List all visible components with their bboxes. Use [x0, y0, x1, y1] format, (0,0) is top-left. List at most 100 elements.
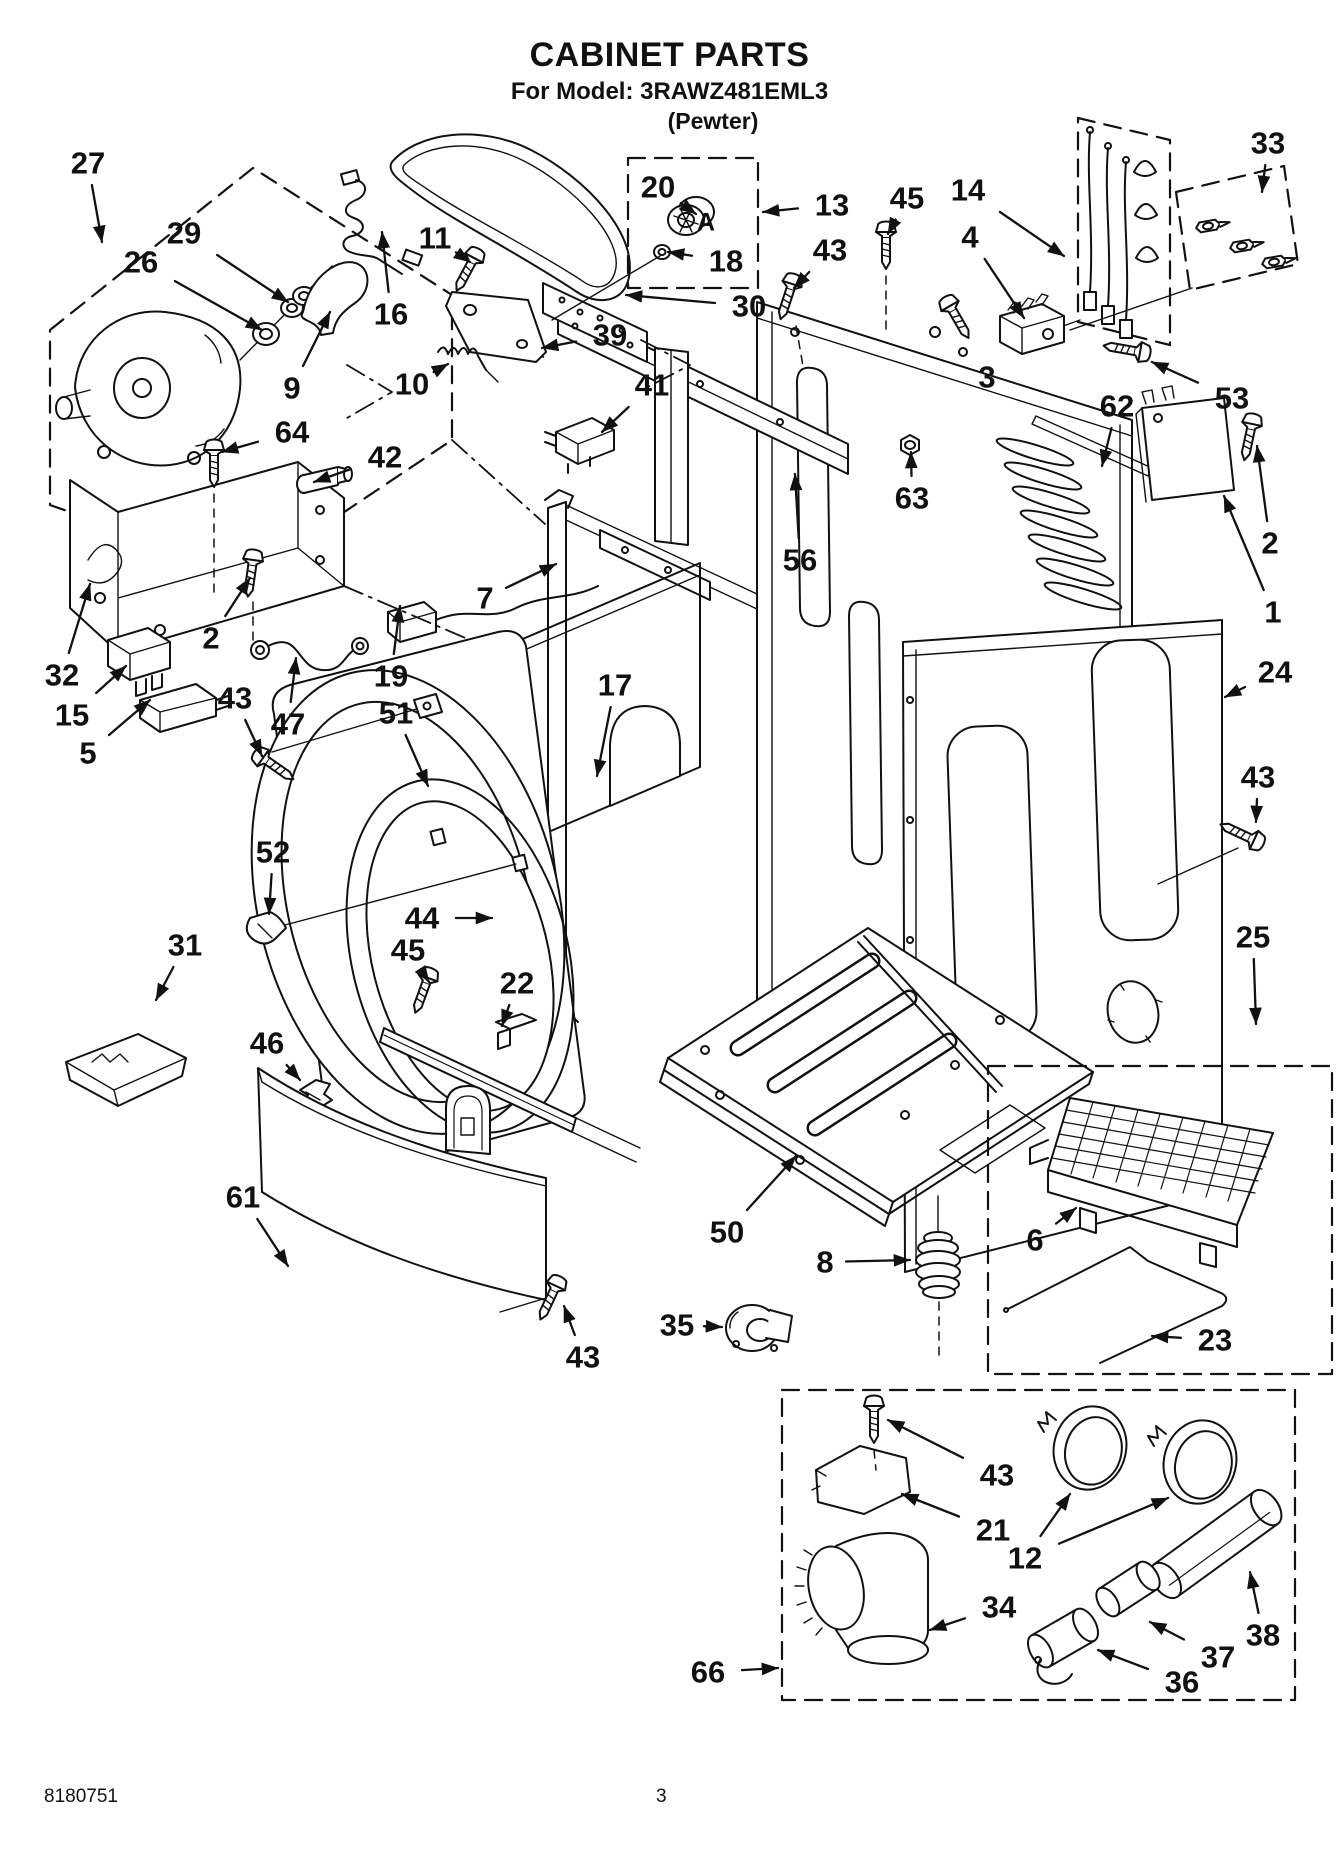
callout-24-28: 24: [1257, 654, 1293, 690]
leader-15-33: [95, 664, 128, 695]
duct-pipe-short: [1095, 1560, 1161, 1618]
callout-leader-lines: [67, 163, 1271, 1676]
terminal-cover-plate: [1135, 385, 1235, 503]
callout-20-11: 20: [640, 169, 676, 205]
callout-14-18: 14: [950, 172, 986, 208]
callout-45-17: 45: [889, 180, 925, 216]
callout-5-34: 5: [79, 735, 97, 771]
callout-43-53: 43: [565, 1339, 601, 1375]
callout-51-38: 51: [378, 695, 414, 731]
leader-17-30: [593, 705, 612, 778]
leader-4-19: [983, 257, 1026, 320]
leader-62-23: [1099, 426, 1113, 468]
corner-gusset: [65, 1033, 187, 1107]
lint-screen-grid: [1051, 1101, 1270, 1202]
leader-43-47: [1250, 797, 1264, 824]
callout-36-61: 36: [1164, 1664, 1200, 1700]
callout-2-26: 2: [1261, 525, 1279, 561]
finish-line: (Pewter): [667, 108, 759, 134]
leader-61-45: [256, 1217, 290, 1268]
callout-3-21: 3: [978, 359, 996, 395]
terminal-wires-group: [1051, 116, 1172, 347]
callout-43-16: 43: [812, 232, 848, 268]
motor-pulley-part: [725, 1304, 793, 1352]
callout-63-24: 63: [894, 480, 930, 516]
leader-8-49: [844, 1254, 912, 1267]
callout-9-5: 9: [283, 370, 301, 406]
leader-2-31: [224, 576, 252, 618]
leader-18-13: [666, 248, 694, 261]
panel-clip: [245, 911, 287, 945]
leader-30-15: [624, 290, 717, 305]
leader-56-25: [789, 472, 803, 540]
thermal-switch: [107, 627, 171, 697]
leader-45-17: [886, 216, 902, 236]
callout-2-31: 2: [202, 620, 220, 656]
callout-42-8: 42: [367, 439, 403, 475]
callout-61-45: 61: [225, 1179, 261, 1215]
leader-46-44: [284, 1063, 302, 1082]
leader-23-51: [1150, 1330, 1183, 1344]
leader-13-14: [761, 203, 800, 217]
callout-8-49: 8: [816, 1244, 834, 1280]
leader-11-4: [452, 247, 472, 264]
leader-42-8: [312, 467, 353, 484]
exhaust-duct-kit: [780, 1388, 1297, 1702]
callout-25-46: 25: [1235, 919, 1271, 955]
callout-41-10: 41: [634, 367, 670, 403]
model-line: For Model: 3RAWZ481EML3: [510, 78, 829, 105]
callout-33-20: 33: [1250, 125, 1286, 161]
page-title: CABINET PARTS: [529, 36, 810, 74]
callout-18-13: 18: [708, 243, 744, 279]
callout-1-27: 1: [1264, 594, 1282, 630]
leader-37-60: [1148, 1620, 1186, 1641]
callout-21-56: 21: [975, 1512, 1011, 1548]
leader-43-16: [792, 270, 811, 290]
duct-pipe-long: [1149, 1488, 1283, 1600]
leader-50-48: [745, 1154, 798, 1212]
drive-motor: [55, 310, 242, 467]
callout-19-37: 19: [373, 658, 409, 694]
callout-43-35: 43: [217, 680, 253, 716]
callout-62-23: 62: [1099, 388, 1135, 424]
leader-39-9: [540, 338, 578, 352]
leader-7-29: [504, 562, 558, 590]
leader-43-35: [244, 718, 264, 758]
callout-34-58: 34: [981, 1589, 1017, 1625]
leader-47-36: [287, 656, 301, 704]
callout-22-42: 22: [499, 965, 535, 1001]
front-panel: [245, 630, 641, 1178]
leader-25-46: [1249, 957, 1262, 1026]
callout-26-2: 26: [123, 244, 159, 280]
leader-16-3: [377, 230, 391, 294]
vent-cover-plate: [811, 1445, 911, 1515]
leader-12-57: [1039, 1492, 1072, 1538]
callout-31-43: 31: [167, 927, 203, 963]
callout-11-4: 11: [418, 220, 452, 256]
callout-27-0: 27: [70, 145, 106, 181]
leader-53-22: [1150, 360, 1200, 384]
leader-36-61: [1096, 1648, 1150, 1671]
leader-10-7: [430, 362, 450, 378]
base-pan: [659, 927, 1094, 1227]
callout-53-22: 53: [1214, 380, 1250, 416]
callout-43-55: 43: [979, 1457, 1015, 1493]
leader-19-37: [391, 604, 405, 656]
leader-1-27: [1222, 494, 1265, 592]
leader-32-32: [67, 582, 92, 655]
leader-34-58: [928, 1617, 967, 1632]
callout-15-33: 15: [54, 697, 90, 733]
drive-motor-group: [48, 166, 454, 577]
callout-38-59: 38: [1245, 1617, 1281, 1653]
callout-32-32: 32: [44, 657, 80, 693]
leader-21-56: [900, 1492, 961, 1518]
callout-35-52: 35: [659, 1307, 695, 1343]
callout-45-41: 45: [390, 932, 426, 968]
leader-64-6: [220, 440, 260, 454]
leader-38-59: [1247, 1570, 1260, 1615]
callout-43-47: 43: [1240, 759, 1276, 795]
toe-panel: [257, 1067, 571, 1325]
leader-14-18: [998, 210, 1066, 258]
motor-switch: [139, 683, 229, 733]
